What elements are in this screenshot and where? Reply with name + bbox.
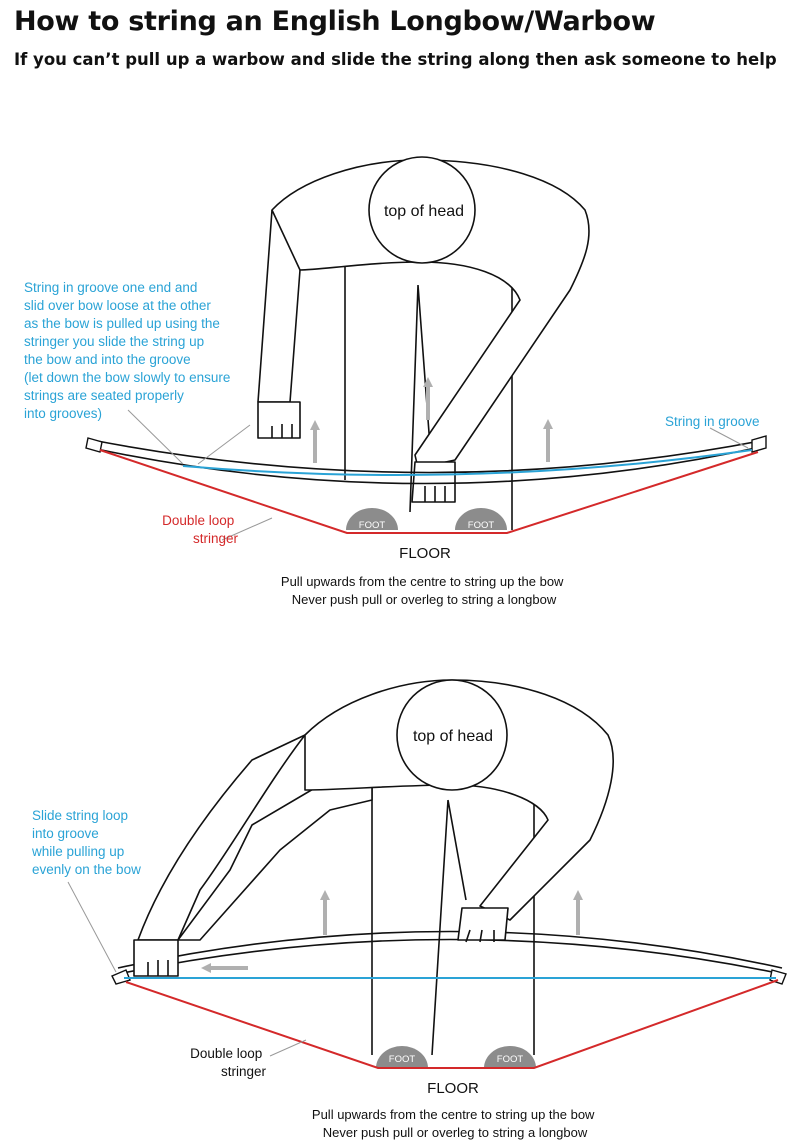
bow-limb-inner-2: [117, 930, 783, 969]
left-note-1: String in groove one end and slid over b…: [24, 280, 234, 421]
person-shoulders-2: [304, 679, 614, 921]
stringer-label-1: Double loop stringer: [162, 513, 238, 546]
head-2: [396, 679, 508, 791]
person-torso-2: [371, 777, 535, 1056]
floor-label-2: FLOOR: [427, 1080, 479, 1097]
foot-right-2: [484, 1046, 536, 1068]
head-label-2: top of head: [413, 728, 493, 745]
bow-nock-left-1: [85, 437, 103, 453]
bow-limb-inner-1: [91, 439, 766, 474]
bow-string-1: [182, 449, 753, 476]
foot-left-1: [346, 508, 398, 530]
right-hand-2: [457, 907, 509, 943]
caption-2: Pull upwards from the centre to string u…: [312, 1107, 598, 1140]
caption-1: Pull upwards from the centre to string u…: [281, 574, 567, 607]
head-1: [368, 156, 476, 264]
head-label-1: top of head: [384, 203, 464, 220]
pointer-stringer-1: [221, 517, 273, 541]
page-subtitle: If you can’t pull up a warbow and slide …: [14, 50, 777, 69]
foot-label-right-2: FOOT: [497, 1054, 524, 1065]
right-hand-1: [411, 461, 456, 503]
foot-label-left-2: FOOT: [389, 1054, 416, 1065]
foot-left-2: [376, 1046, 428, 1068]
stringer-1: [99, 449, 759, 534]
foot-label-left-1: FOOT: [359, 520, 386, 531]
foot-right-1: [455, 508, 507, 530]
bow-limb-outer-2: [117, 938, 783, 975]
bow-nock-right-1: [751, 435, 767, 453]
right-note-1: String in groove: [665, 414, 760, 429]
floor-label-1: FLOOR: [399, 545, 451, 562]
pointer-right-1: [709, 427, 749, 449]
foot-label-right-1: FOOT: [468, 520, 495, 531]
left-hand-1: [257, 401, 301, 439]
diagram-2: top of head FOOT FOOT Slide string loop …: [31, 679, 787, 1140]
stringer-label-2: Double loop stringer: [190, 1046, 266, 1079]
bow-nock-left-2: [111, 969, 131, 985]
left-note-2: Slide string loop into groove while pull…: [31, 808, 141, 877]
pointer-left-1a: [127, 409, 184, 465]
left-hand-2: [133, 939, 179, 977]
pointer-stringer-2: [269, 1039, 307, 1057]
page-title: How to string an English Longbow/Warbow: [14, 6, 656, 37]
pointer-left-2: [67, 881, 117, 973]
pointer-left-1b: [197, 424, 251, 465]
stringer-2: [125, 979, 779, 1069]
diagram-1: top of head FOOT FOOT String in groove o…: [24, 156, 767, 607]
